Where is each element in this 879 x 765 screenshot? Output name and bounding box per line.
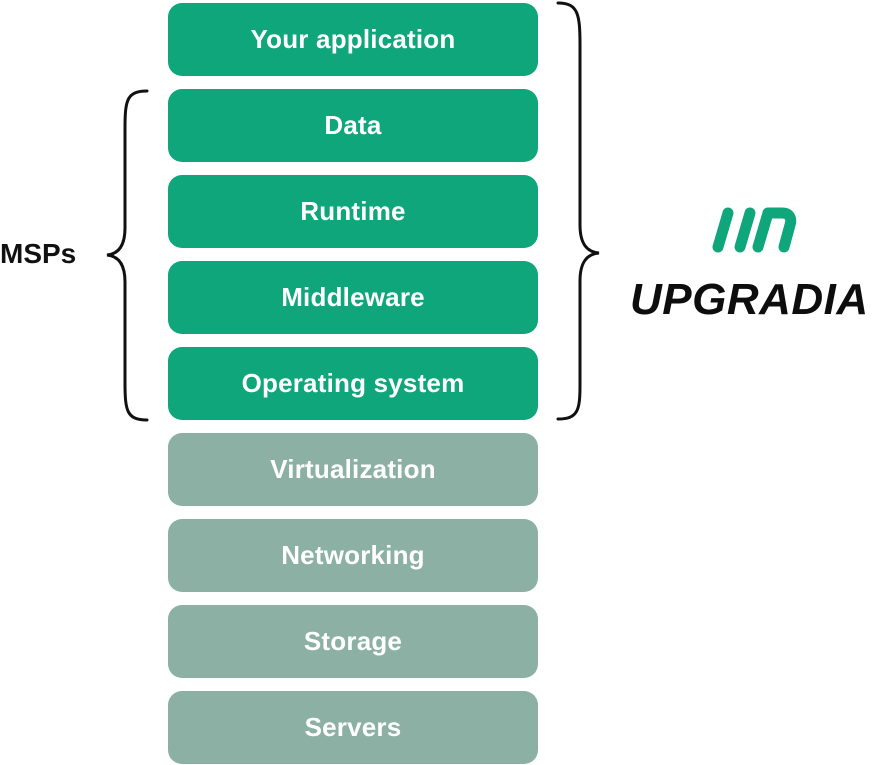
layer-virtualization: Virtualization — [168, 433, 538, 506]
upgradia-logo-mark-icon — [712, 207, 797, 253]
msps-label: MSPs — [0, 238, 77, 269]
layer-networking: Networking — [168, 519, 538, 592]
upgradia-wordmark: UPGRADIA — [630, 275, 869, 324]
left-curly-brace — [106, 89, 149, 422]
right-curly-brace — [556, 1, 600, 421]
layer-runtime: Runtime — [168, 175, 538, 248]
layer-data: Data — [168, 89, 538, 162]
layer-operating-system: Operating system — [168, 347, 538, 420]
upgradia-logo: UPGRADIA — [630, 195, 879, 325]
layer-servers: Servers — [168, 691, 538, 764]
layer-middleware: Middleware — [168, 261, 538, 334]
layer-storage: Storage — [168, 605, 538, 678]
layer-your-application: Your application — [168, 3, 538, 76]
